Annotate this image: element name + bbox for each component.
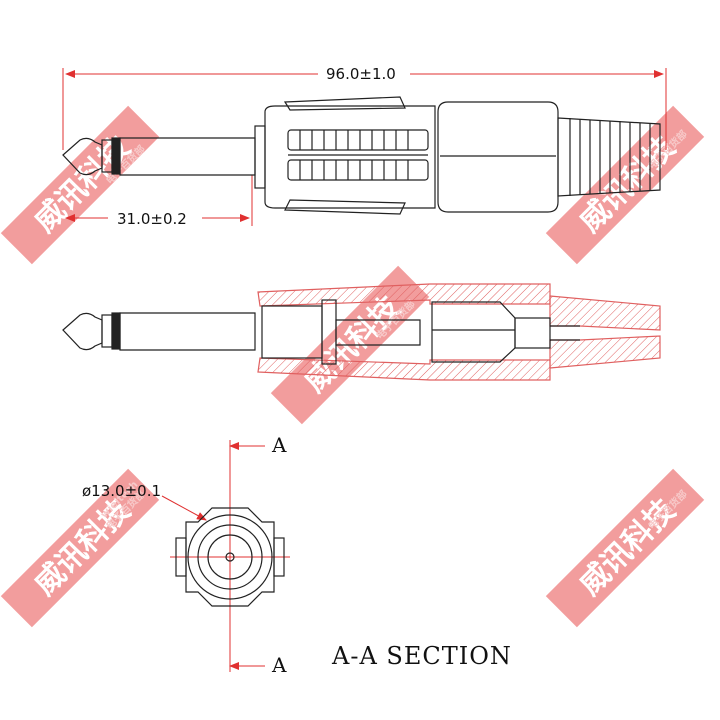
section-title: A-A SECTION [331,642,512,670]
section-marker-bottom: A [271,653,287,677]
section-inner-sleeve [431,301,516,363]
section-marker-top: A [271,433,287,457]
overall-length-label: 96.0±1.0 [326,65,396,83]
section-strain-lower [549,335,661,369]
section-strain-upper [549,295,661,331]
section-view [62,283,661,381]
plug-collar [254,125,266,189]
grip-slots [287,129,429,181]
strain-relief [557,117,661,197]
section-plug-tip [62,312,103,351]
end-outer-profile [185,507,275,607]
end-view: A A ø13.0±0.1 A-A SECTION [82,433,512,677]
end-outer-circle [187,514,273,600]
strain-ribs [569,118,651,196]
top-view: 96.0±1.0 31.0±0.2 [62,65,667,228]
hex-nut [437,101,559,213]
watermark-band-1: 威讯科技 [0,105,160,265]
grip-body [264,105,436,209]
tip-length-label: 31.0±0.2 [117,210,187,228]
diameter-label: ø13.0±0.1 [82,482,161,500]
